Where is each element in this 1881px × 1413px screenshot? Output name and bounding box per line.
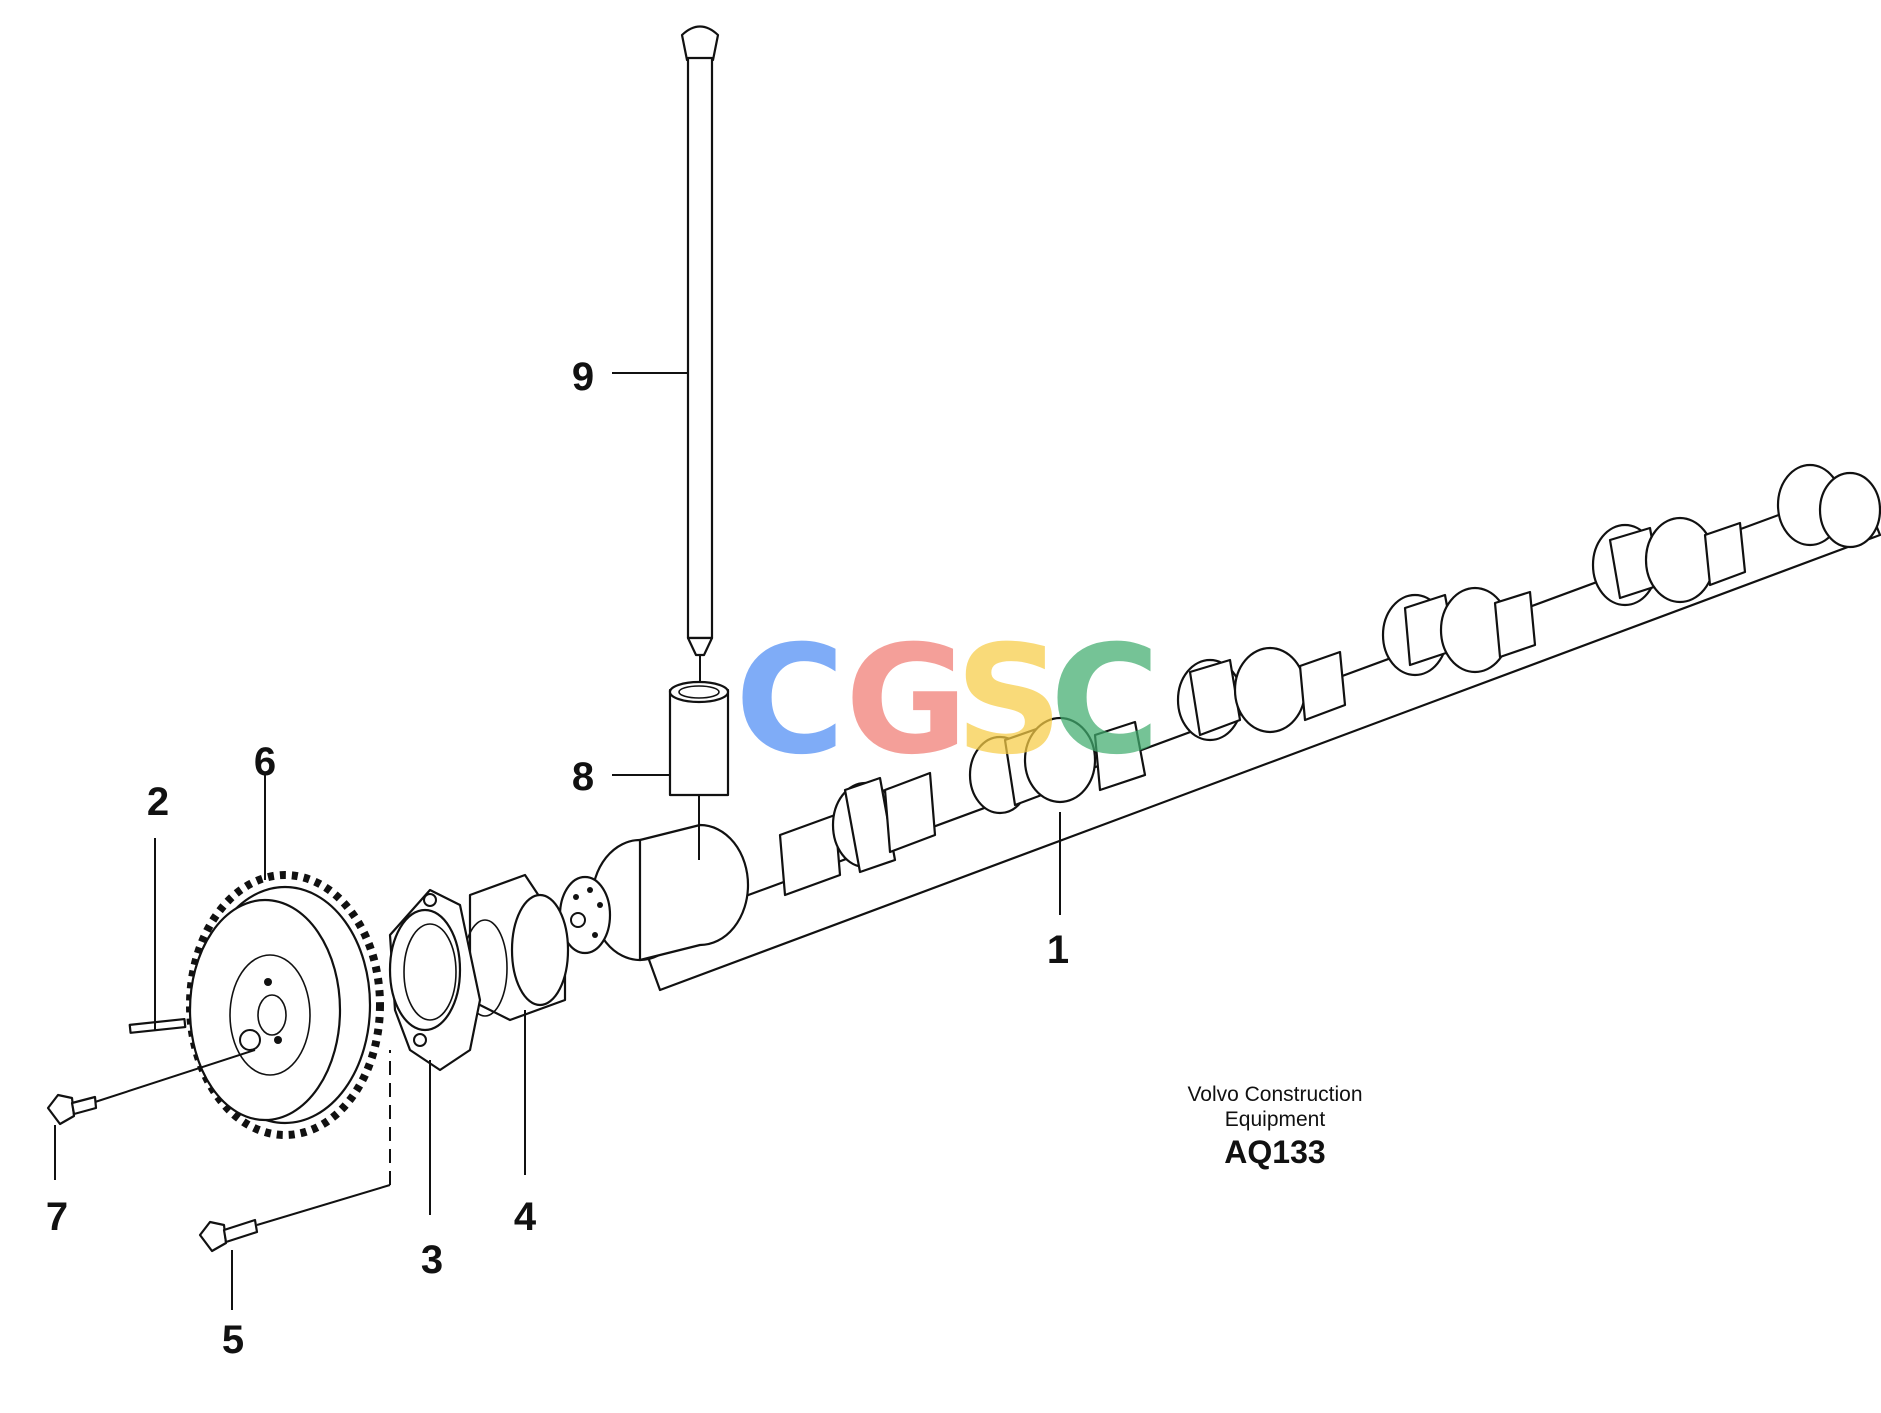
leader-lines [54, 372, 1061, 1310]
callout-5: 5 [222, 1318, 244, 1362]
callout-7: 7 [46, 1195, 68, 1239]
timing-gear [186, 871, 384, 1139]
caption-code: AQ133 [1224, 1134, 1325, 1170]
callout-1: 1 [1047, 928, 1069, 972]
flange-screw [198, 1050, 391, 1253]
diagram-caption: Volvo Construction Equipment AQ133 [1187, 1083, 1362, 1170]
callout-6: 6 [254, 740, 276, 784]
watermark-letter: C [735, 614, 845, 788]
thrust-flange [388, 888, 482, 1072]
push-rod [680, 25, 720, 690]
callout-2: 2 [147, 780, 169, 824]
callout-3: 3 [421, 1238, 443, 1282]
bearing-bush [462, 873, 570, 1022]
valve-lifter [668, 680, 730, 860]
caption-line-1: Volvo Construction [1187, 1083, 1362, 1106]
watermark-letter: G [845, 614, 968, 788]
watermark-letter: C [1050, 614, 1160, 788]
watermark: C G S C [735, 614, 1160, 788]
callout-8: 8 [572, 755, 594, 799]
watermark-letter: S [955, 614, 1063, 788]
callout-labels: 1 2 3 4 5 6 7 8 9 [46, 355, 1069, 1362]
camshaft [558, 463, 1881, 992]
cam-lobes [778, 463, 1881, 897]
pin [128, 1017, 187, 1034]
caption-line-2: Equipment [1225, 1108, 1326, 1131]
gear-screw [46, 1049, 256, 1126]
callout-4: 4 [514, 1195, 537, 1239]
callout-9: 9 [572, 355, 594, 399]
